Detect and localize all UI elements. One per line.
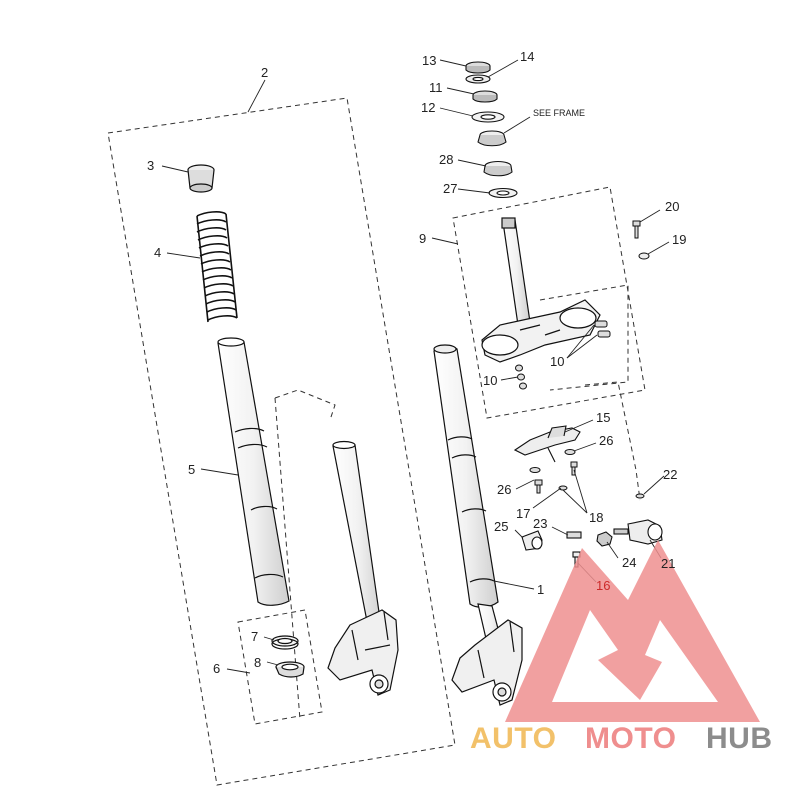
- callout-7: 7: [251, 629, 258, 644]
- callout-4: 4: [154, 245, 161, 260]
- callout-15-real: 15: [596, 410, 610, 425]
- fork-bottom-slider-right: [451, 619, 523, 706]
- brake-hose-bracket: [513, 425, 581, 463]
- callout-12: 12: [421, 100, 435, 115]
- callout-6: 6: [213, 661, 220, 676]
- callout-20: 20: [665, 199, 679, 214]
- logo-text-moto: MOTO: [585, 722, 676, 755]
- callout-11: 11: [429, 80, 443, 95]
- fork-spring-coil: [196, 211, 238, 321]
- callout-1: 1: [537, 582, 544, 597]
- callout-25: 25: [494, 519, 508, 534]
- seal-kit-outline: [237, 609, 323, 725]
- lower-yoke-and-stem: [481, 217, 601, 363]
- callout-3: 3: [147, 158, 154, 173]
- callout-10-left: 10: [483, 373, 497, 388]
- callout-23: 23: [533, 516, 547, 531]
- callout-26-lower: 26: [497, 482, 511, 497]
- callout-9: 9: [419, 231, 426, 246]
- stem-lock-nut: [472, 90, 498, 103]
- yoke-assembly-outline: [452, 186, 646, 419]
- assembly-outlines: [107, 97, 646, 786]
- stem-top-nut: [465, 61, 491, 74]
- fork-bottom-slider-left: [327, 609, 399, 696]
- outer-fork-tube: [217, 337, 290, 606]
- stem-pinch-bolt: [632, 220, 641, 239]
- callout-labels: 2 3 4 5 6 7 8 1 9 10 10 11 12 13 14 SEE …: [147, 49, 686, 676]
- callout-21: 21: [661, 556, 675, 571]
- inner-fork-tube: [332, 440, 384, 643]
- upper-bearing: [477, 130, 507, 147]
- lower-bearing: [483, 160, 513, 177]
- fork-top-cap: [187, 164, 215, 193]
- see-frame-note: SEE FRAME: [533, 108, 585, 118]
- fork-spring: [196, 211, 238, 323]
- callout-10-right: 10: [550, 354, 564, 369]
- automotohub-logo: AUTO MOTO HUB: [470, 540, 773, 755]
- fork-leg-assembly-outline: [107, 97, 456, 786]
- logo-text-hub: HUB: [706, 722, 773, 755]
- callout-labels-extra: 18 21 22 23 24 25 16: [494, 467, 677, 593]
- callout-16: 16: [596, 578, 610, 593]
- oil-seal: [271, 635, 299, 650]
- callout-22: 22: [663, 467, 677, 482]
- complete-fork-leg: [433, 344, 506, 657]
- callout-24: 24: [622, 555, 636, 570]
- abs-sensor-parts: [521, 530, 613, 568]
- callout-8: 8: [254, 655, 261, 670]
- brake-hose-joint: [613, 519, 663, 545]
- inner-tube-group-outline: [274, 389, 336, 421]
- logo-text-auto: AUTO: [470, 722, 556, 755]
- yoke-bolts: [515, 320, 611, 390]
- callout-5: 5: [188, 462, 195, 477]
- callout-18: 18: [589, 510, 603, 525]
- callout-13: 13: [422, 53, 436, 68]
- lower-bracket-outline: [584, 381, 641, 501]
- callout-19: 19: [672, 232, 686, 247]
- callout-14: 14: [520, 49, 534, 64]
- pinch-bolt-washer: [638, 252, 650, 260]
- hose-bracket-fasteners: [529, 449, 645, 499]
- callout-2: 2: [261, 65, 268, 80]
- bearing-seal: [488, 187, 518, 199]
- dust-seal: [275, 661, 305, 678]
- callout-28: 28: [439, 152, 453, 167]
- callout-26-upper: 26: [599, 433, 613, 448]
- callout-27: 27: [443, 181, 457, 196]
- dust-cover: [471, 111, 505, 123]
- logo-triangle-mark: [505, 540, 760, 722]
- callout-17: 17: [516, 506, 530, 521]
- stem-washer: [465, 74, 491, 84]
- yoke-bolt-group-outline: [539, 284, 629, 391]
